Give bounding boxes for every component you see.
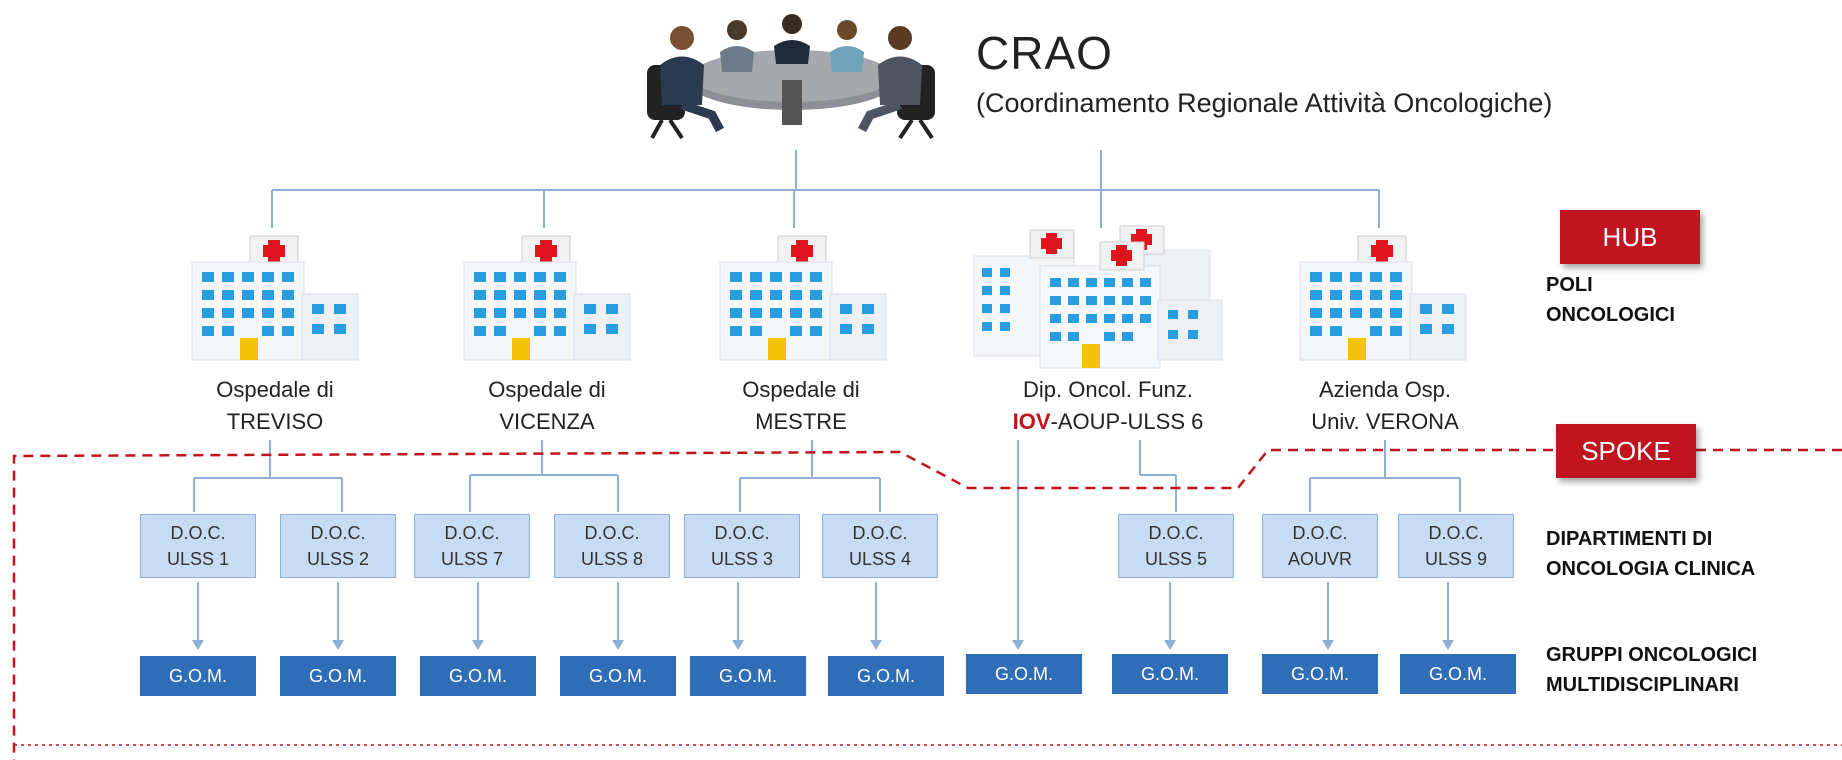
gom-box: G.O.M. <box>690 656 806 696</box>
hospital-label-treviso: Ospedale di TREVISO <box>160 374 390 438</box>
hospital-label-verona: Azienda Osp. Univ. VERONA <box>1270 374 1500 438</box>
doc-box-aouvr: D.O.C. AOUVR <box>1262 514 1378 578</box>
doc-line1: D.O.C. <box>714 523 770 543</box>
gruppi-label: GRUPPI ONCOLOGICI MULTIDISCIPLINARI <box>1546 640 1757 700</box>
gom-box: G.O.M. <box>1112 654 1228 694</box>
side-label-line: ONCOLOGICI <box>1546 304 1675 326</box>
hospital-icon <box>719 235 887 361</box>
doc-line1: D.O.C. <box>170 523 226 543</box>
hospital-label-mestre: Ospedale di MESTRE <box>686 374 916 438</box>
hospital-label-line2: VICENZA <box>499 409 595 434</box>
hospital-label-line1: Ospedale di <box>216 377 334 402</box>
hospital-icon <box>463 235 631 361</box>
spoke-tag: SPOKE <box>1556 424 1696 478</box>
doc-line2: AOUVR <box>1287 549 1352 569</box>
hospital-label-line2: IOV-AOUP-ULSS 6 <box>958 406 1258 438</box>
hub-tag: HUB <box>1560 210 1700 264</box>
meeting-people-icon <box>647 14 935 140</box>
side-label-line: MULTIDISCIPLINARI <box>1546 674 1739 696</box>
gom-box: G.O.M. <box>828 656 944 696</box>
hospital-icon <box>191 235 359 361</box>
hospital-label-line1: Azienda Osp. <box>1318 377 1452 402</box>
gom-box: G.O.M. <box>140 656 256 696</box>
gom-box: G.O.M. <box>280 656 396 696</box>
hospital-label-line2: Univ. VERONA <box>1311 409 1459 434</box>
hospital-label-iov: Dip. Oncol. Funz. IOV-AOUP-ULSS 6 <box>958 374 1258 438</box>
doc-line1: D.O.C. <box>1148 523 1204 543</box>
doc-line1: D.O.C. <box>310 523 366 543</box>
hospital-label-line1: Ospedale di <box>488 377 606 402</box>
doc-line2: ULSS 8 <box>580 549 644 569</box>
dipartimenti-label: DIPARTIMENTI DI ONCOLOGIA CLINICA <box>1546 524 1755 584</box>
doc-box-ulss8: D.O.C. ULSS 8 <box>554 514 670 578</box>
gom-box: G.O.M. <box>420 656 536 696</box>
gom-box: G.O.M. <box>1262 654 1378 694</box>
doc-line2: ULSS 3 <box>710 549 774 569</box>
side-label-line: ONCOLOGIA CLINICA <box>1546 558 1756 580</box>
doc-line2: ULSS 7 <box>440 549 504 569</box>
hospital-cluster-icon <box>973 225 1223 369</box>
doc-box-ulss5: D.O.C. ULSS 5 <box>1118 514 1234 578</box>
doc-box-ulss2: D.O.C. ULSS 2 <box>280 514 396 578</box>
iov-highlight: IOV <box>1012 409 1051 434</box>
gom-box: G.O.M. <box>1400 654 1516 694</box>
doc-line2: ULSS 5 <box>1144 549 1208 569</box>
doc-line1: D.O.C. <box>584 523 640 543</box>
page-title: CRAO <box>976 27 1113 79</box>
doc-line1: D.O.C. <box>444 523 500 543</box>
doc-box-ulss7: D.O.C. ULSS 7 <box>414 514 530 578</box>
doc-line1: D.O.C. <box>852 523 908 543</box>
side-label-line: POLI <box>1546 274 1593 296</box>
doc-box-ulss9: D.O.C. ULSS 9 <box>1398 514 1514 578</box>
hospital-label-line1: Dip. Oncol. Funz. <box>1023 377 1193 402</box>
hospital-label-line2: MESTRE <box>755 409 847 434</box>
doc-line2: ULSS 9 <box>1424 549 1488 569</box>
doc-line1: D.O.C. <box>1428 523 1484 543</box>
doc-box-ulss1: D.O.C. ULSS 1 <box>140 514 256 578</box>
doc-box-ulss4: D.O.C. ULSS 4 <box>822 514 938 578</box>
doc-box-ulss3: D.O.C. ULSS 3 <box>684 514 800 578</box>
side-label-line: DIPARTIMENTI DI <box>1546 528 1713 550</box>
hospital-label-vicenza: Ospedale di VICENZA <box>432 374 662 438</box>
poli-oncologici-label: POLI ONCOLOGICI <box>1546 270 1675 330</box>
page-subtitle: (Coordinamento Regionale Attività Oncolo… <box>976 88 1553 118</box>
hospital-label-line1: Ospedale di <box>742 377 860 402</box>
gom-box: G.O.M. <box>560 656 676 696</box>
gom-box: G.O.M. <box>966 654 1082 694</box>
hospital-label-line2: TREVISO <box>226 409 324 434</box>
hospital-icon <box>1299 235 1467 361</box>
side-label-line: GRUPPI ONCOLOGICI <box>1546 644 1758 666</box>
hospital-label-line2-rest: -AOUP-ULSS 6 <box>1050 409 1204 434</box>
doc-line2: ULSS 2 <box>306 549 370 569</box>
doc-line2: ULSS 1 <box>166 549 230 569</box>
doc-line2: ULSS 4 <box>848 549 912 569</box>
doc-line1: D.O.C. <box>1292 523 1348 543</box>
